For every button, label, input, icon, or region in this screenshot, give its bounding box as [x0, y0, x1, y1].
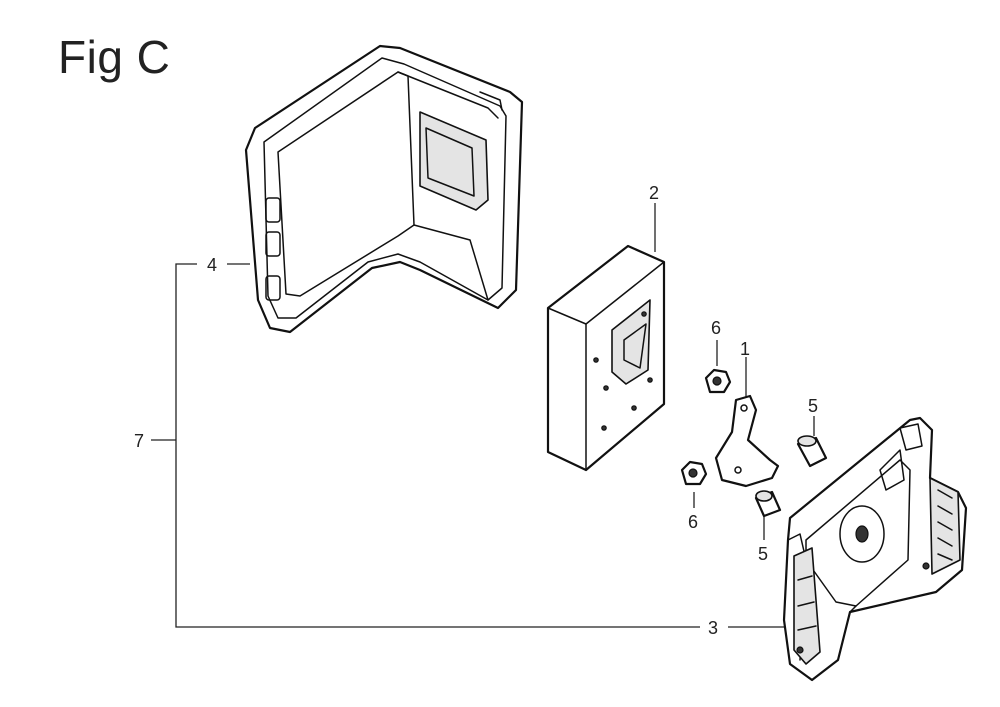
callout-6-upper: 6: [711, 318, 721, 338]
callout-7: 7: [134, 431, 144, 451]
air-cleaner-cover-part: [244, 44, 524, 334]
leader-lines: [151, 203, 815, 628]
callout-3: 3: [708, 618, 718, 638]
callout-6-lower: 6: [688, 512, 698, 532]
nut-part-upper: [704, 368, 732, 394]
callout-5-upper: 5: [808, 396, 818, 416]
bracket-7: [175, 263, 700, 628]
callout-1: 1: [740, 339, 750, 359]
breather-plate-part: [714, 394, 780, 488]
figure-title: Fig C: [58, 31, 171, 83]
air-filter-element-part: [546, 244, 666, 472]
air-cleaner-case-part: [782, 416, 968, 682]
collar-part-lower: [754, 490, 782, 518]
nut-part-lower: [680, 460, 708, 486]
callout-2: 2: [649, 183, 659, 203]
callout-4: 4: [207, 255, 217, 275]
callout-5-lower: 5: [758, 544, 768, 564]
collar-part-upper: [796, 435, 828, 468]
